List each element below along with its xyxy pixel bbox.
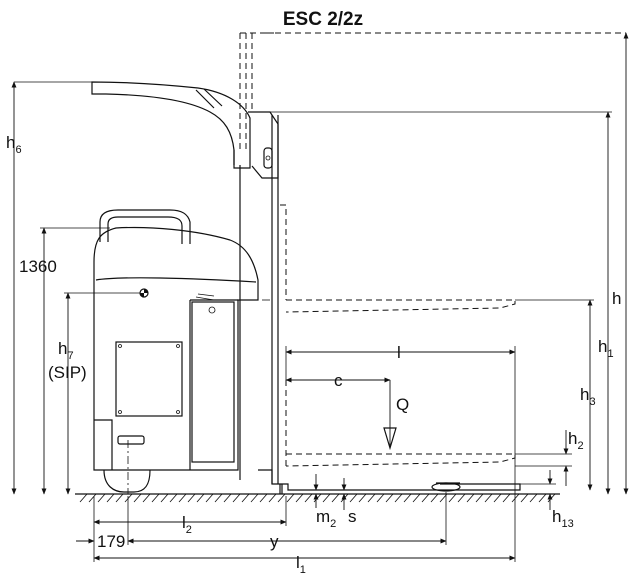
floor-hatch-line xyxy=(349,493,358,503)
label-h3: h3 xyxy=(580,385,596,408)
label-l2: l2 xyxy=(182,513,192,536)
floor-hatch-line xyxy=(511,493,520,503)
floor-hatch-line xyxy=(250,493,259,503)
label-l: l xyxy=(397,343,401,362)
floor-hatch-line xyxy=(313,493,322,503)
floor-hatch-line xyxy=(403,493,412,503)
floor-hatch-line xyxy=(304,493,313,503)
floor-hatch-line xyxy=(475,493,484,503)
chassis xyxy=(93,226,259,471)
label-179: 179 xyxy=(97,532,125,551)
floor-hatch-line xyxy=(457,493,466,503)
tiller-handle xyxy=(99,209,191,244)
floor-hatch-line xyxy=(412,493,421,503)
floor-hatch-line xyxy=(295,493,304,503)
dimension-lines-horizontal xyxy=(76,346,516,562)
floor xyxy=(75,493,560,503)
label-h7: h7 xyxy=(58,339,74,362)
floor-hatch-line xyxy=(340,493,349,503)
floor-hatch-line xyxy=(358,493,367,503)
base-frame xyxy=(258,469,521,494)
floor-hatch-line xyxy=(124,493,133,503)
floor-hatch-line xyxy=(259,493,268,503)
floor-hatch-line xyxy=(448,493,457,503)
floor-hatch-line xyxy=(223,493,232,503)
floor-hatch-line xyxy=(241,493,250,503)
floor-hatch-line xyxy=(547,493,556,503)
floor-hatch-line xyxy=(115,493,124,503)
label-s: s xyxy=(348,507,357,526)
floor-hatch-line xyxy=(430,493,439,503)
floor-hatch-line xyxy=(529,493,538,503)
floor-hatch-line xyxy=(331,493,340,503)
floor-hatch-line xyxy=(196,493,205,503)
floor-hatch-line xyxy=(151,493,160,503)
diagram-title: ESC 2/2z xyxy=(283,9,363,30)
floor-hatch-line xyxy=(160,493,169,503)
floor-hatch-line xyxy=(520,493,529,503)
load-arrow xyxy=(383,380,397,451)
floor-hatch-line xyxy=(385,493,394,503)
label-h2: h2 xyxy=(568,429,584,452)
floor-hatch-line xyxy=(367,493,376,503)
floor-hatch-line xyxy=(538,493,547,503)
floor-hatch-line xyxy=(106,493,115,503)
label-q: Q xyxy=(396,395,409,414)
floor-hatch-line xyxy=(286,493,295,503)
label-y: y xyxy=(270,532,279,551)
floor-hatch-line xyxy=(277,493,286,503)
floor-hatch-line xyxy=(232,493,241,503)
floor-hatch-line xyxy=(394,493,403,503)
floor-hatch-line xyxy=(322,493,331,503)
mast-extended xyxy=(239,32,626,150)
label-h1: h1 xyxy=(598,337,614,360)
forks xyxy=(285,299,516,470)
overhead-guard xyxy=(91,81,279,179)
label-m2: m2 xyxy=(316,507,336,530)
drive-wheel xyxy=(100,440,158,494)
label-h13: h13 xyxy=(552,507,574,530)
label-c: c xyxy=(334,371,343,390)
floor-hatch-line xyxy=(421,493,430,503)
label-h: h xyxy=(612,289,621,308)
floor-hatch-line xyxy=(214,493,223,503)
floor-hatch-line xyxy=(178,493,187,503)
label-h6: h6 xyxy=(6,133,22,156)
floor-hatch-line xyxy=(97,493,106,503)
floor-hatch-line xyxy=(169,493,178,503)
floor-hatch-line xyxy=(187,493,196,503)
floor-hatch-line xyxy=(268,493,277,503)
floor-hatch-line xyxy=(493,493,502,503)
dimension-lines-vertical xyxy=(11,32,629,510)
label-1360: 1360 xyxy=(19,257,57,276)
dimension-labels: h h1 h2 h3 h6 h7 (SIP) h13 1360 l c Q l1… xyxy=(6,133,621,575)
floor-hatch-line xyxy=(205,493,214,503)
floor-hatch-line xyxy=(502,493,511,503)
floor-hatch-line xyxy=(88,493,97,503)
label-l1: l1 xyxy=(296,553,306,575)
floor-hatch-line xyxy=(466,493,475,503)
floor-hatch-line xyxy=(376,493,385,503)
label-sip: (SIP) xyxy=(48,363,87,382)
floor-hatch-line xyxy=(79,493,88,503)
floor-hatch-line xyxy=(484,493,493,503)
floor-hatch-line xyxy=(133,493,142,503)
floor-hatch-line xyxy=(142,493,151,503)
